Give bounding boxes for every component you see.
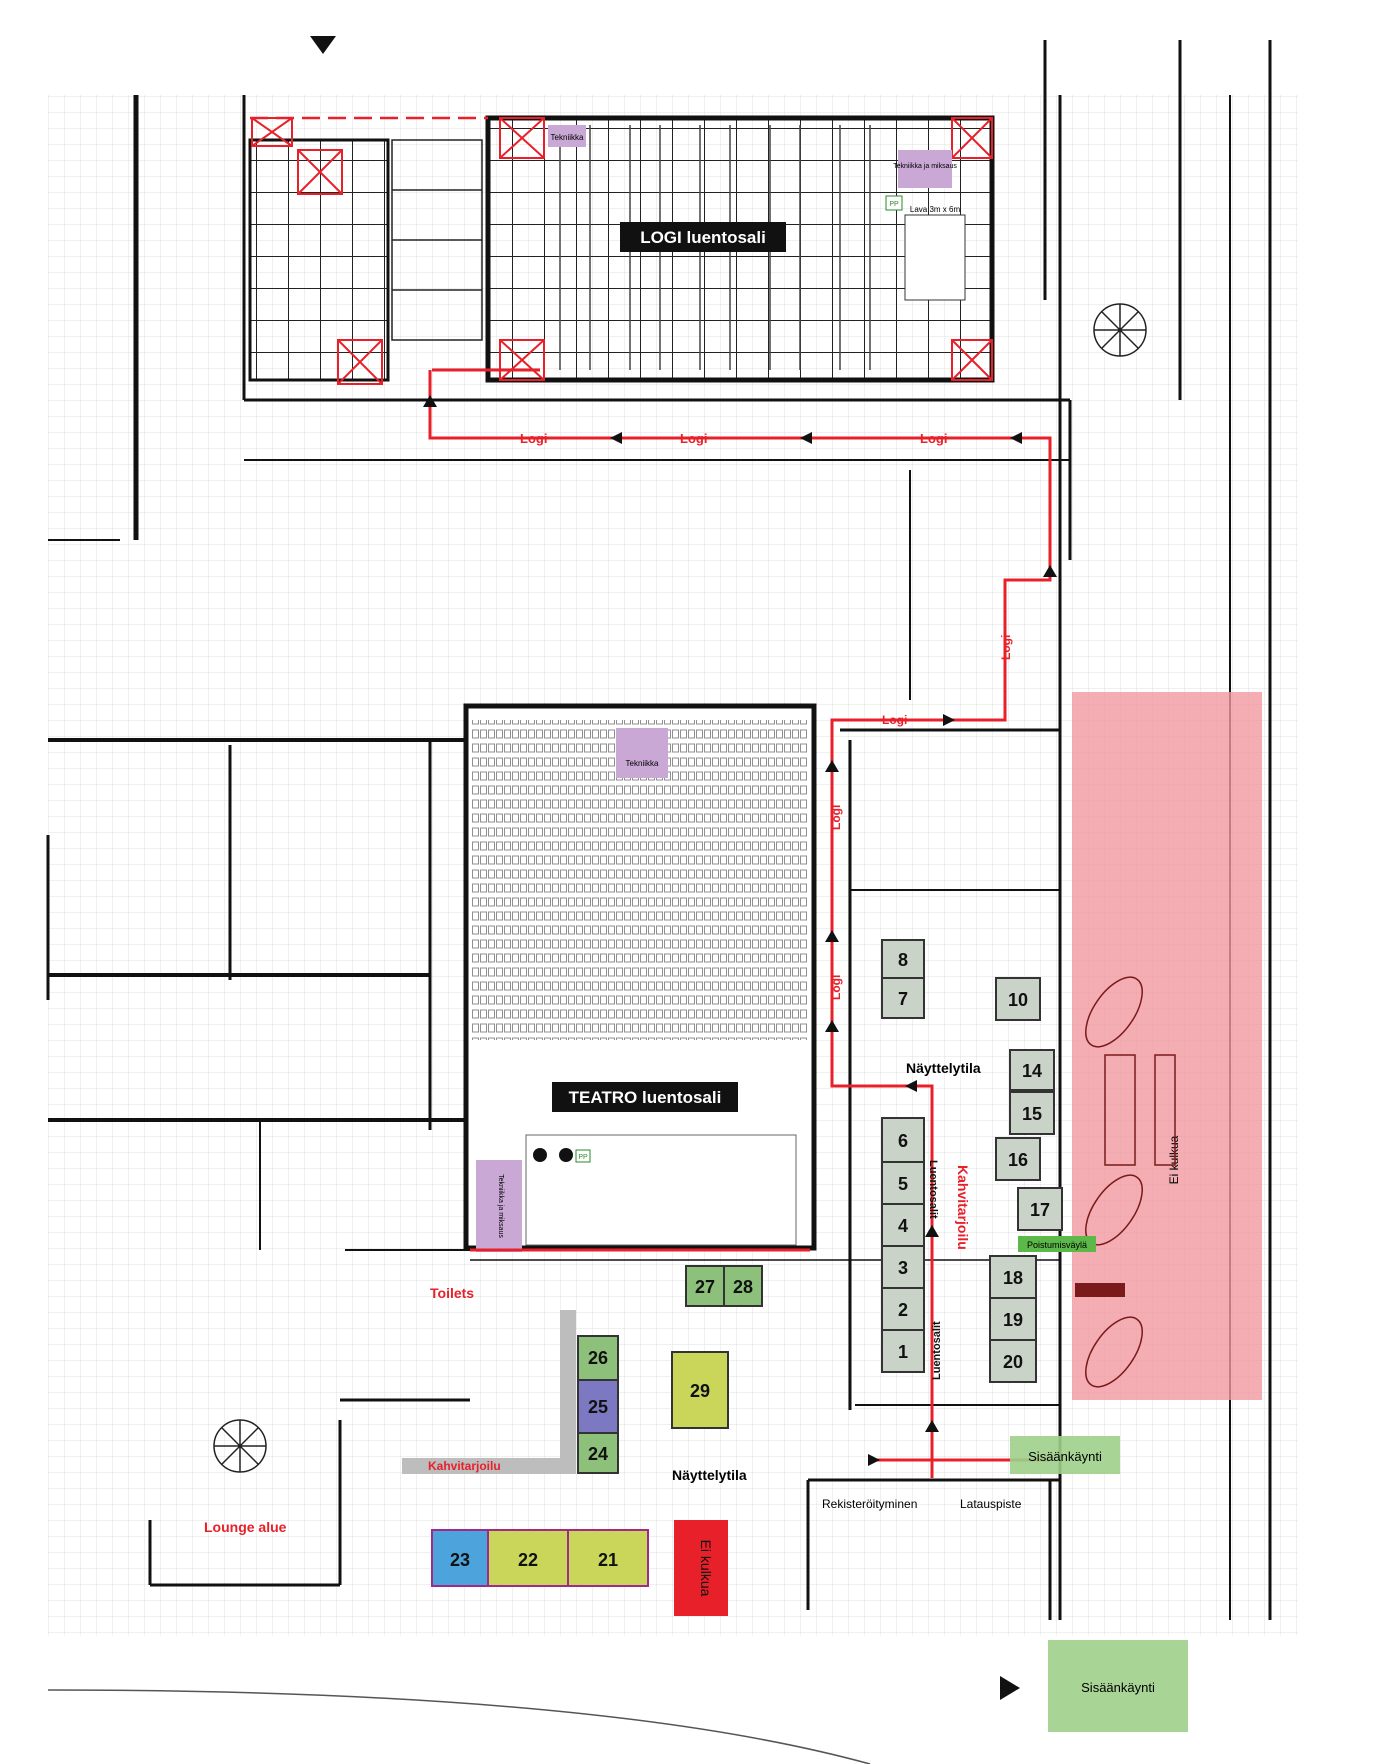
booth-20: 20 bbox=[1003, 1352, 1023, 1372]
teatro-pp-label: PP bbox=[578, 1154, 588, 1161]
route-label: Logi bbox=[829, 975, 843, 1000]
exit-route-label: Poistumisväylä bbox=[1027, 1240, 1087, 1250]
booth-18: 18 bbox=[1003, 1268, 1023, 1288]
exhibition-label: Näyttelytila bbox=[672, 1467, 747, 1483]
toilets-label: Toilets bbox=[430, 1285, 474, 1301]
booth-27: 27 bbox=[695, 1277, 715, 1297]
booth-15: 15 bbox=[1022, 1104, 1042, 1124]
booth-23: 23 bbox=[450, 1550, 470, 1570]
table-icon bbox=[1075, 1283, 1125, 1297]
teatro-hall-title: TEATRO luentosali bbox=[569, 1088, 722, 1107]
booth-19: 19 bbox=[1003, 1310, 1023, 1330]
logi-toilets bbox=[391, 139, 483, 341]
entrance-label: Sisäänkäynti bbox=[1081, 1680, 1155, 1695]
logi-tekniikka-label: Tekniikka bbox=[551, 133, 584, 142]
booth-14: 14 bbox=[1022, 1061, 1042, 1081]
entrance-label: Sisäänkäynti bbox=[1028, 1449, 1102, 1464]
booth-7: 7 bbox=[898, 989, 908, 1009]
booth-10: 10 bbox=[1008, 990, 1028, 1010]
luentosalit-label: Luentosalit bbox=[927, 1160, 939, 1219]
route-label: Logi bbox=[520, 431, 547, 446]
logi-tekniikka-miksaus-label: Tekniikka ja miksaus bbox=[893, 163, 957, 170]
logi-pp-label: PP bbox=[889, 201, 899, 208]
entrance-arrow-icon bbox=[1000, 1676, 1020, 1700]
no-access-block bbox=[674, 1520, 728, 1616]
teatro-hall: Tekniikka Tekniikka ja miksaus PP TEATRO… bbox=[463, 703, 817, 1252]
luentosalit-label: Luentosalit bbox=[931, 1321, 943, 1380]
coffee-label: Kahvitarjoilu bbox=[428, 1459, 501, 1473]
route-label: Logi bbox=[829, 805, 843, 830]
route-label: Logi bbox=[882, 713, 907, 727]
booth-3: 3 bbox=[898, 1258, 908, 1278]
entrance-area bbox=[1010, 1436, 1120, 1474]
route-arrows bbox=[423, 395, 1057, 1466]
booth-1: 1 bbox=[898, 1342, 908, 1362]
teatro-tekniikka-miksaus-label: Tekniikka ja miksaus bbox=[497, 1174, 504, 1238]
speaker-icon bbox=[559, 1148, 573, 1162]
logi-hall: Tekniikka Tekniikka ja miksaus Lava 3m x… bbox=[248, 115, 995, 385]
registration-label: Rekisteröityminen bbox=[822, 1497, 917, 1511]
exterior-path bbox=[47, 1689, 871, 1764]
no-access-label-2: Ei kulkua bbox=[698, 1540, 714, 1597]
booth-17: 17 bbox=[1030, 1200, 1050, 1220]
coffee-label: Kahvitarjoilu bbox=[955, 1165, 971, 1250]
teatro-tekniikka-label: Tekniikka bbox=[626, 759, 659, 768]
coffee-counter bbox=[402, 1458, 560, 1474]
booth-26: 26 bbox=[588, 1348, 608, 1368]
booth-8: 8 bbox=[898, 950, 908, 970]
booth-5: 5 bbox=[898, 1174, 908, 1194]
booth-21: 21 bbox=[598, 1550, 618, 1570]
route-label: Logi bbox=[680, 431, 707, 446]
lounge-label: Lounge alue bbox=[204, 1519, 287, 1535]
charging-point-label: Latauspiste bbox=[960, 1497, 1022, 1511]
booth-25: 25 bbox=[588, 1397, 608, 1417]
entrance-area bbox=[1048, 1640, 1188, 1732]
booth-24: 24 bbox=[588, 1444, 608, 1464]
booth-group: 1 2 3 4 5 6 7 8 10 14 15 16 17 18 19 20 … bbox=[431, 939, 1063, 1587]
booth-28: 28 bbox=[733, 1277, 753, 1297]
north-arrow-icon bbox=[310, 36, 336, 54]
booth-6: 6 bbox=[898, 1131, 908, 1151]
spiral-stair-icon bbox=[213, 303, 1147, 1473]
coffee-counter bbox=[560, 1310, 576, 1474]
speaker-icon bbox=[533, 1148, 547, 1162]
route-label: Logi bbox=[999, 635, 1013, 660]
booth-29: 29 bbox=[690, 1381, 710, 1401]
route-label: Logi bbox=[920, 431, 947, 446]
exit-route-tag bbox=[1018, 1236, 1096, 1252]
logi-stage-label: Lava 3m x 6m bbox=[910, 205, 961, 214]
booth-16: 16 bbox=[1008, 1150, 1028, 1170]
booth-4: 4 bbox=[898, 1216, 908, 1236]
logi-hall-title: LOGI luentosali bbox=[640, 228, 766, 247]
no-access-label: Ei kulkua bbox=[1167, 1135, 1181, 1184]
booth-22: 22 bbox=[518, 1550, 538, 1570]
exhibition-label: Näyttelytila bbox=[906, 1060, 981, 1076]
booth-2: 2 bbox=[898, 1300, 908, 1320]
